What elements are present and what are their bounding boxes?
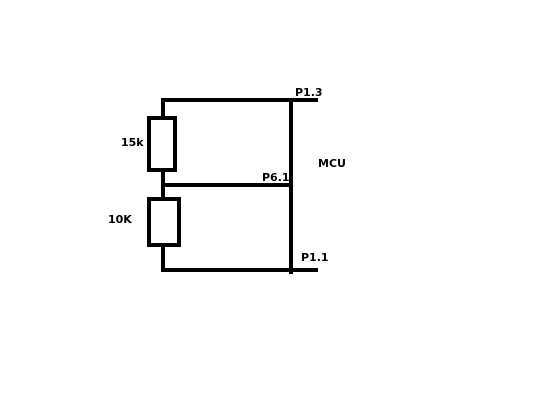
pin-label-p61: P6.1 <box>262 171 290 184</box>
pin-label-p11: P1.1 <box>301 251 329 264</box>
resistor-10k-body <box>147 197 181 247</box>
mcu-label: MCU <box>318 157 346 170</box>
pin-label-p13: P1.3 <box>295 86 323 99</box>
resistor-label-15k: 15k <box>121 136 144 149</box>
resistor-15k-body <box>147 116 177 172</box>
resistor-label-10k: 10K <box>108 213 132 226</box>
